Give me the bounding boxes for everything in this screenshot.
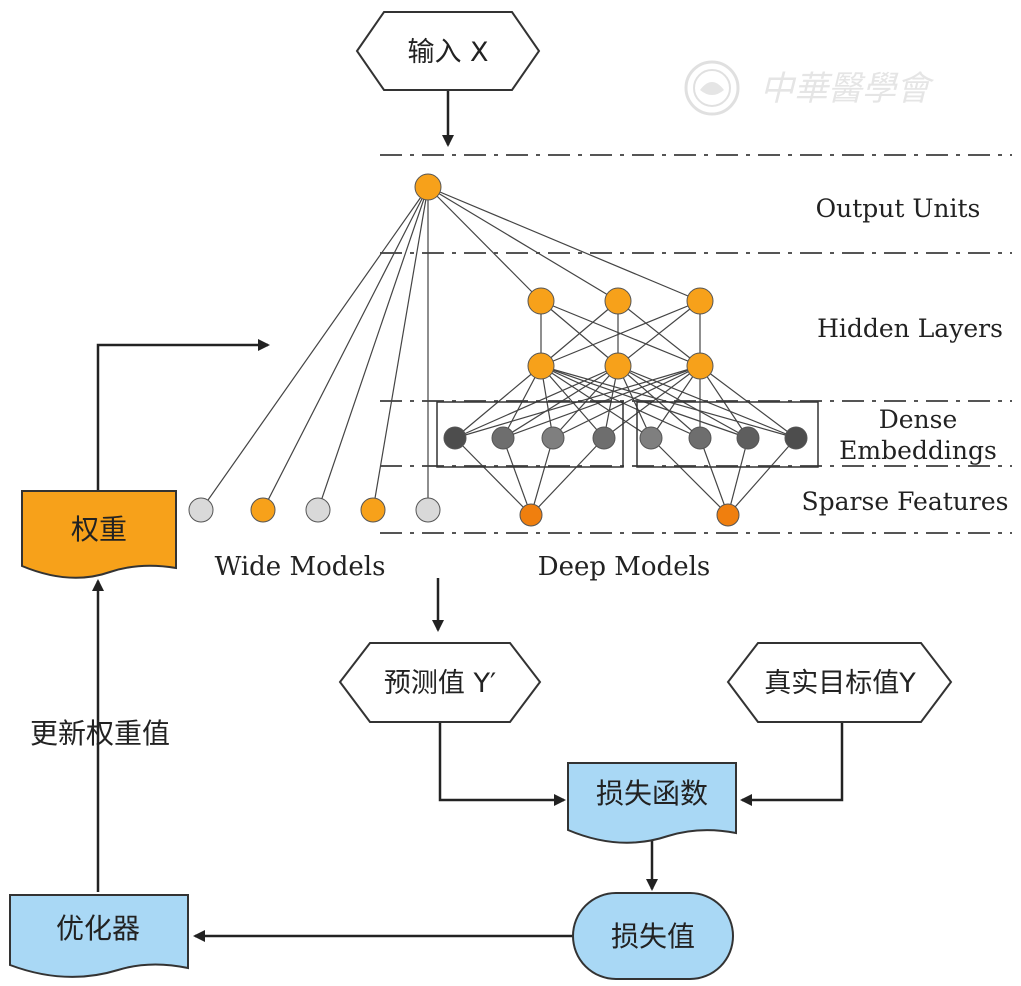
update-weights-label: 更新权重值 bbox=[30, 717, 170, 750]
true-target-label: 真实目标值Y bbox=[764, 668, 916, 699]
optimizer-label: 优化器 bbox=[56, 912, 140, 945]
input-x-node bbox=[355, 11, 541, 91]
hidden-node bbox=[604, 352, 632, 380]
input-x-label: 输入 X bbox=[407, 37, 488, 68]
watermark-logo: 中華醫學會 bbox=[684, 60, 935, 116]
loss-value-label: 损失值 bbox=[611, 920, 695, 953]
embedding-node bbox=[592, 426, 616, 450]
hidden-node bbox=[686, 352, 714, 380]
layer-label-sparse-features: Sparse Features bbox=[802, 487, 1009, 516]
layer-label-dense: Dense bbox=[879, 405, 958, 434]
embedding-node bbox=[443, 426, 467, 450]
embedding-node bbox=[736, 426, 760, 450]
embedding-box-right bbox=[636, 401, 819, 468]
hidden-node bbox=[527, 287, 555, 315]
wide-feature-node bbox=[360, 497, 386, 523]
embedding-box-left bbox=[436, 401, 624, 468]
layer-label-hidden-layers: Hidden Layers bbox=[817, 314, 1003, 343]
sparse-feature-node bbox=[716, 503, 740, 527]
hidden-node bbox=[527, 352, 555, 380]
wide-feature-node bbox=[250, 497, 276, 523]
layer-separators bbox=[380, 154, 1012, 534]
wide-feature-node bbox=[305, 497, 331, 523]
loss-function-label: 损失函数 bbox=[596, 777, 708, 810]
embedding-node bbox=[784, 426, 808, 450]
weights-label: 权重 bbox=[71, 513, 127, 546]
layer-label-embeddings: Embeddings bbox=[839, 436, 997, 465]
network-nodes bbox=[188, 173, 808, 527]
deep-models-label: Deep Models bbox=[538, 552, 711, 582]
wide-feature-node bbox=[415, 497, 441, 523]
weights-node bbox=[21, 490, 177, 579]
prediction-node bbox=[338, 642, 542, 723]
loss-function-node bbox=[567, 762, 737, 844]
embedding-node bbox=[639, 426, 663, 450]
embedding-node bbox=[491, 426, 515, 450]
wide-models-label: Wide Models bbox=[215, 552, 386, 582]
hidden-node bbox=[604, 287, 632, 315]
arrow-target-to-loss bbox=[740, 722, 844, 806]
wide-feature-node bbox=[188, 497, 214, 523]
arrow-weights-to-network bbox=[96, 339, 270, 491]
hidden-node bbox=[686, 287, 714, 315]
embedding-node bbox=[688, 426, 712, 450]
sparse-feature-node bbox=[519, 503, 543, 527]
loss-value-node bbox=[572, 892, 734, 980]
prediction-label: 预测值 Y′ bbox=[384, 668, 496, 699]
arrow-prediction-to-loss bbox=[438, 722, 566, 806]
true-target-node bbox=[726, 642, 953, 723]
svg-text:中華醫學會: 中華醫學會 bbox=[760, 69, 935, 109]
layer-label-output-units: Output Units bbox=[816, 194, 981, 223]
embedding-node bbox=[541, 426, 565, 450]
optimizer-node bbox=[9, 894, 189, 978]
flow-arrows bbox=[92, 91, 844, 942]
output-unit-node bbox=[414, 173, 442, 201]
